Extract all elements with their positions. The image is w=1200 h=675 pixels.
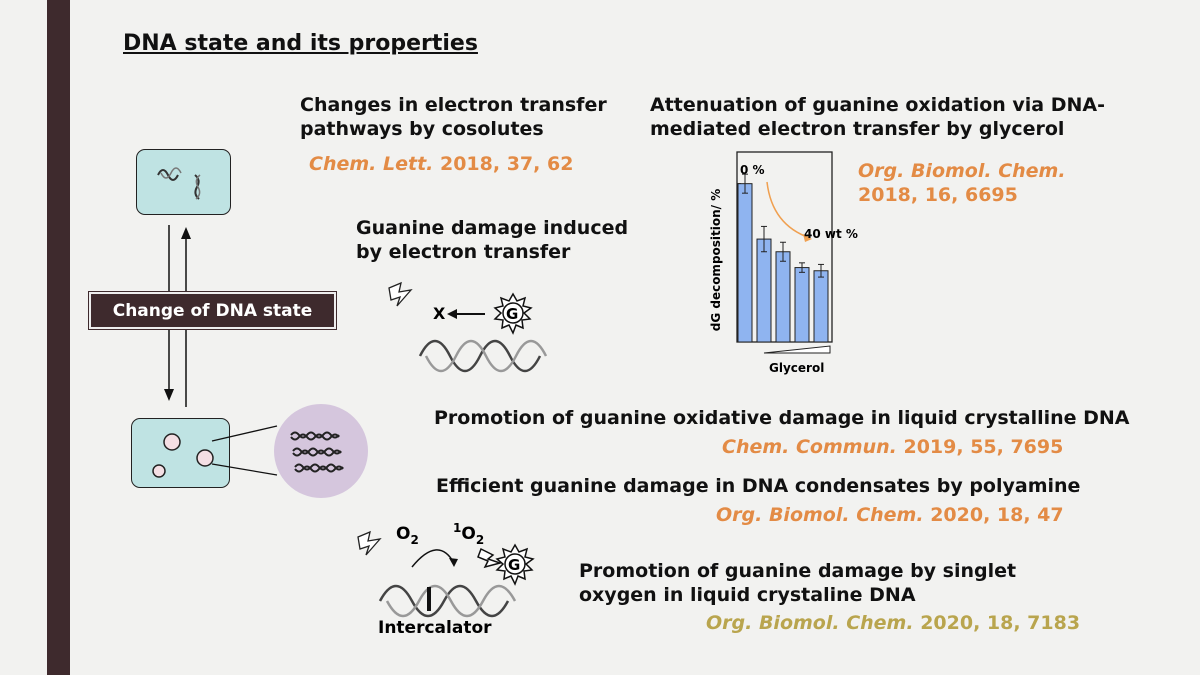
glycerol-heading-1: Attenuation of guanine oxidation via DNA… [650, 94, 1105, 116]
cosolutes-reference: Chem. Lett. 2018, 37, 62 [309, 153, 574, 175]
liquid-crystal-heading: Promotion of guanine oxidative damage in… [434, 407, 1130, 429]
sidebar-bar [47, 0, 70, 675]
dna-helix-icon-2 [378, 584, 517, 618]
glycerol-heading-2: mediated electron transfer by glycerol [650, 118, 1065, 140]
annotation-end: 40 wt % [804, 227, 858, 241]
cosolutes-heading-2: pathways by cosolutes [300, 118, 544, 140]
liquid-crystal-reference: Chem. Commun. 2019, 55, 7695 [722, 436, 1064, 458]
guanine-et-heading-1: Guanine damage induced [356, 217, 629, 239]
dna-state-box-bottom [131, 418, 230, 488]
page-title: DNA state and its properties [123, 31, 478, 56]
zoom-lines [211, 425, 278, 476]
annotation-start: 0 % [740, 163, 765, 177]
lightning-icon-2 [357, 530, 382, 556]
dna-helix-icon [418, 339, 548, 373]
attack-arrow [477, 547, 503, 569]
singlet-heading-1: Promotion of guanine damage by singlet [579, 560, 1017, 582]
singlet-oxygen-diagram: O2 1O2 G Intercalator [357, 521, 535, 638]
bar-4 [813, 270, 829, 343]
cosolutes-heading-1: Changes in electron transfer [300, 94, 607, 116]
glycerol-reference-journal: Org. Biomol. Chem. [858, 160, 1066, 182]
guanine-et-heading-2: by electron transfer [356, 241, 571, 263]
trend-arrowhead [803, 234, 812, 242]
sidebar [0, 0, 70, 675]
glycerol-chart: dG decomposition/ % 0 % 40 wt % Glycerol [709, 151, 858, 375]
singlet-reference: Org. Biomol. Chem. 2020, 18, 7183 [706, 612, 1081, 634]
glycerol-reference-details: 2018, 16, 6695 [858, 184, 1018, 206]
singlet-o2-label: 1O2 [453, 521, 484, 547]
excitation-arrow [411, 549, 455, 568]
dna-state-box-top [136, 149, 231, 215]
bar-1 [756, 238, 772, 343]
singlet-heading-2: oxygen in liquid crystaline DNA [579, 584, 916, 606]
x-label: X [433, 304, 446, 323]
g-label: G [506, 305, 518, 323]
trend-arrow [766, 181, 811, 239]
condensates-reference: Org. Biomol. Chem. 2020, 18, 47 [716, 504, 1064, 526]
g-label-2: G [508, 556, 520, 574]
chart-xlabel: Glycerol [769, 361, 824, 375]
lightning-icon [388, 281, 413, 307]
dna-strands-icon [157, 167, 201, 200]
intercalator-label: Intercalator [378, 618, 492, 638]
droplets-icon [152, 433, 214, 478]
bar-3 [794, 267, 810, 343]
glycerol-wedge [763, 345, 831, 354]
change-of-dna-state-label: Change of DNA state [88, 291, 337, 330]
o2-label: O2 [396, 524, 419, 547]
bar-0 [737, 183, 753, 343]
burst-icon-2: G [495, 543, 535, 586]
chart-ylabel: dG decomposition/ % [709, 189, 723, 332]
burst-icon: G [493, 292, 533, 335]
liquid-crystal-dna-icon [274, 404, 368, 498]
electron-transfer-diagram: X G [388, 281, 548, 373]
bar-2 [775, 251, 791, 343]
condensates-heading: Efficient guanine damage in DNA condensa… [436, 475, 1081, 497]
